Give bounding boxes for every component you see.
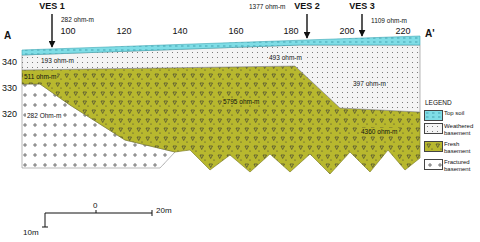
legend-swatch: [424, 110, 443, 121]
legend-swatch: [424, 159, 443, 170]
legend-swatch: [424, 123, 443, 134]
axis-tick: 140: [171, 27, 188, 37]
legend-text: Fractured basement: [444, 159, 476, 173]
axis-tick: 160: [227, 27, 244, 37]
scale-bar: [42, 210, 152, 227]
sounding-label: VES 3: [348, 2, 376, 12]
elevation-tick: 320: [1, 110, 18, 120]
legend-swatch: [424, 141, 443, 152]
elevation-tick: 340: [1, 58, 18, 68]
sounding-label: VES 2: [293, 2, 321, 12]
scale-text: 10m: [22, 229, 40, 238]
resistivity-value: 397 ohm-m: [352, 80, 387, 87]
axis-tick: 120: [115, 27, 132, 37]
legend-title: LEGEND: [424, 99, 453, 106]
axis-tick: 220: [394, 27, 411, 37]
sounding-label: VES 1: [38, 2, 66, 12]
resistivity-value: 5795 ohm-m: [222, 98, 261, 105]
axis-tick: 200: [338, 27, 355, 37]
legend-entry: Top soil: [424, 110, 478, 117]
section-end: A': [424, 28, 436, 39]
resistivity-value: 511 ohm-m: [23, 73, 57, 80]
swatch-pattern: [425, 124, 442, 133]
legend-entry: Fresh basement: [424, 141, 478, 155]
resistivity-value: 1109 ohm-m: [370, 17, 408, 24]
resistivity-value: 282 Ohm-m: [26, 112, 62, 119]
elevation-tick: 330: [1, 84, 18, 94]
axis-tick: 180: [282, 27, 299, 37]
legend-entry: Weathered basement: [424, 123, 478, 137]
swatch-pattern: [425, 142, 442, 151]
top-soil: [22, 36, 420, 55]
legend-text: Top soil: [444, 110, 476, 117]
legend-text: Weathered basement: [444, 123, 476, 137]
ves-arrows: [52, 14, 362, 47]
swatch-pattern: [425, 111, 442, 120]
swatch-pattern: [425, 160, 442, 169]
resistivity-value: 193 ohm-m: [40, 57, 75, 64]
fresh-basement: [22, 66, 420, 174]
resistivity-value: 282 ohm-m: [60, 16, 95, 23]
resistivity-value: 4360 ohm-m: [360, 128, 399, 135]
resistivity-value: 1377 ohm-m: [248, 3, 287, 10]
axis-tick: 100: [59, 27, 76, 37]
weathered-basement: [22, 45, 420, 112]
resistivity-value: 493 ohm-m: [268, 54, 303, 61]
section-end: A: [3, 30, 12, 41]
legend-entry: Fractured basement: [424, 159, 478, 173]
scale-text: 20m: [155, 207, 173, 216]
legend-text: Fresh basement: [444, 141, 476, 155]
scale-text: 0: [92, 202, 98, 211]
